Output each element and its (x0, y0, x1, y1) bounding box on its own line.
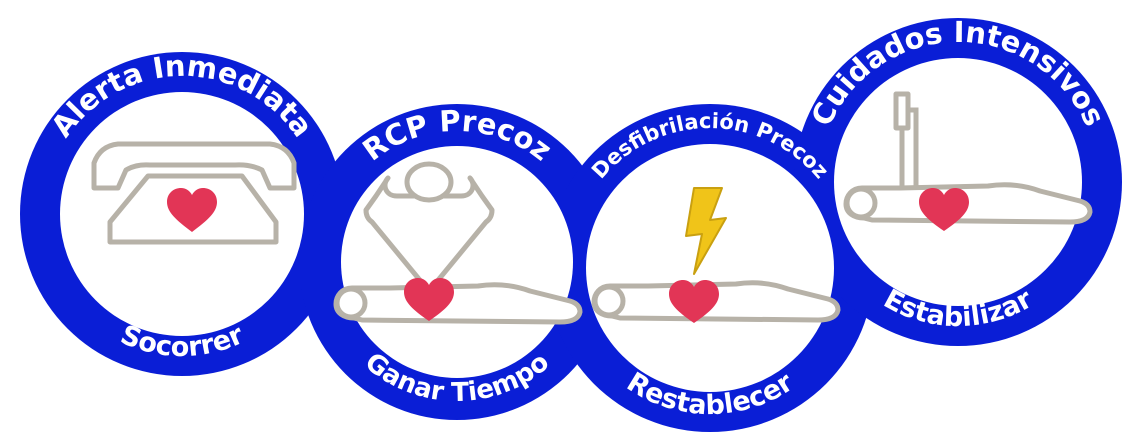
cpr-icon (333, 161, 583, 325)
iv-bag (893, 91, 911, 131)
heart-icon (919, 188, 969, 231)
chain-rings (20, 18, 1122, 432)
heart-icon (669, 280, 719, 323)
iv-pole (899, 107, 919, 191)
rescuer-head (404, 161, 454, 203)
patient-head (844, 186, 878, 220)
ring-rcp-inner (341, 146, 573, 378)
patient-head (592, 284, 626, 318)
heart-icon (167, 188, 217, 232)
ring-cuidados-inner (834, 58, 1082, 306)
ring-desfibrilacion-inner (586, 144, 834, 392)
heart-icon (404, 278, 454, 321)
telephone-icon (91, 141, 297, 245)
defibrillation-icon (591, 187, 841, 323)
lightning-bolt-icon (685, 187, 727, 275)
intensive-care-icon (843, 91, 1093, 231)
patient-head (334, 286, 368, 320)
